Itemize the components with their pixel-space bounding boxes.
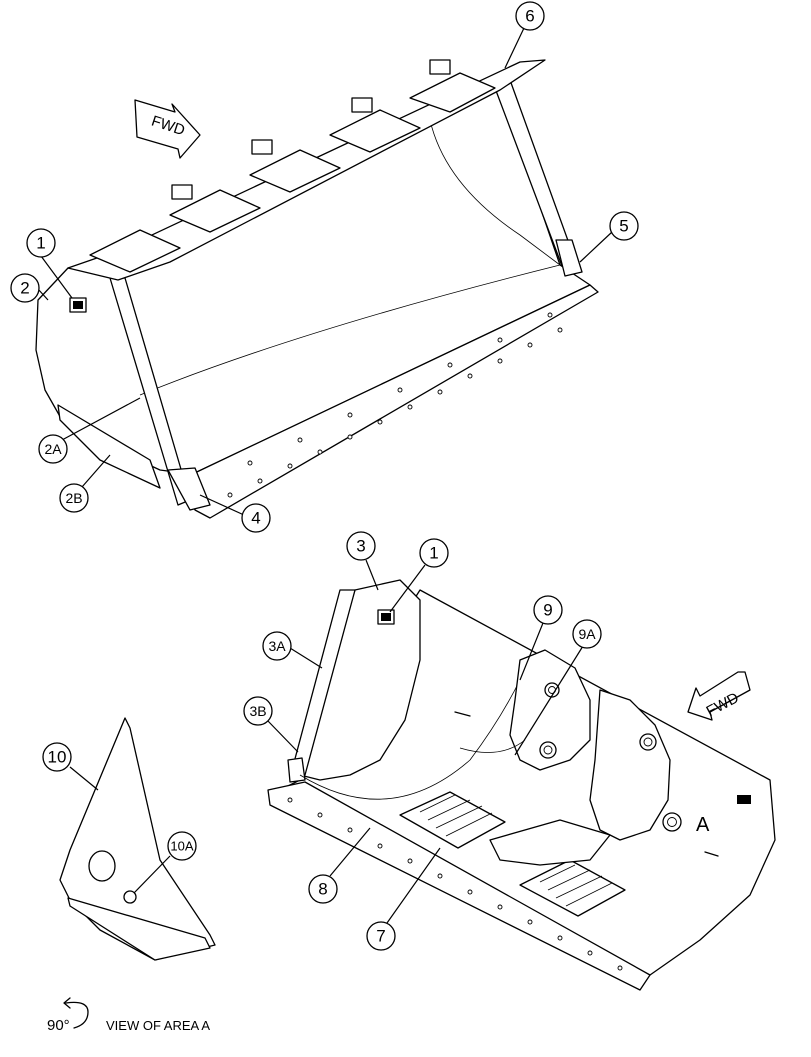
callout-10: 10 [42, 742, 72, 772]
svg-text:10A: 10A [170, 839, 193, 854]
svg-text:1: 1 [429, 544, 438, 563]
svg-text:9A: 9A [578, 626, 596, 642]
teeth-adapters-top [89, 59, 496, 273]
svg-text:8: 8 [318, 880, 327, 899]
area-letter: A [696, 814, 710, 836]
callout-3A: 3A [262, 631, 292, 661]
callout-9: 9 [533, 595, 563, 625]
callout-4: 4 [241, 503, 271, 533]
view-caption: VIEW OF AREA A [106, 1018, 210, 1033]
svg-text:10: 10 [48, 748, 67, 767]
svg-text:3A: 3A [268, 638, 286, 654]
svg-text:2: 2 [20, 279, 29, 298]
callouts: 1 2 2A 2B 4 5 [10, 1, 639, 951]
svg-text:6: 6 [525, 7, 534, 26]
svg-text:3: 3 [356, 537, 365, 556]
svg-text:5: 5 [619, 217, 628, 236]
view-caption-group: 90° VIEW OF AREA A [47, 997, 210, 1034]
cutting-edge-holes-bottom [287, 797, 623, 971]
fwd-arrow-top: FWD [134, 99, 201, 159]
rotation-label: 90° [47, 1017, 70, 1034]
tooth-detail [59, 717, 216, 961]
callout-8: 8 [308, 874, 338, 904]
svg-text:3B: 3B [249, 703, 266, 719]
fwd-arrow-bottom: FWD [687, 671, 751, 721]
svg-text:2B: 2B [65, 490, 82, 506]
tooth-assembly [459, 649, 682, 866]
callout-10A: 10A [167, 831, 197, 861]
bucket-bottom-view [267, 579, 776, 991]
callout-7: 7 [366, 921, 396, 951]
callout-3B: 3B [243, 696, 273, 726]
cutting-edge-holes [227, 312, 563, 498]
svg-text:4: 4 [251, 509, 260, 528]
svg-text:9: 9 [543, 601, 552, 620]
fwd-arrow-icon [134, 99, 201, 159]
svg-text:1: 1 [36, 234, 45, 253]
callout-2A: 2A [38, 434, 68, 464]
callout-6: 6 [515, 1, 545, 31]
callout-2: 2 [10, 273, 40, 303]
svg-text:7: 7 [376, 927, 385, 946]
callout-1-bottom: 1 [419, 538, 449, 568]
callout-5: 5 [609, 211, 639, 241]
callout-2B: 2B [59, 483, 89, 513]
bucket-top-view [35, 59, 599, 519]
callout-1-top: 1 [26, 228, 56, 258]
callout-9A: 9A [572, 619, 602, 649]
svg-text:2A: 2A [44, 441, 62, 457]
rotation-arrow-icon [63, 997, 89, 1029]
callout-3: 3 [346, 531, 376, 561]
